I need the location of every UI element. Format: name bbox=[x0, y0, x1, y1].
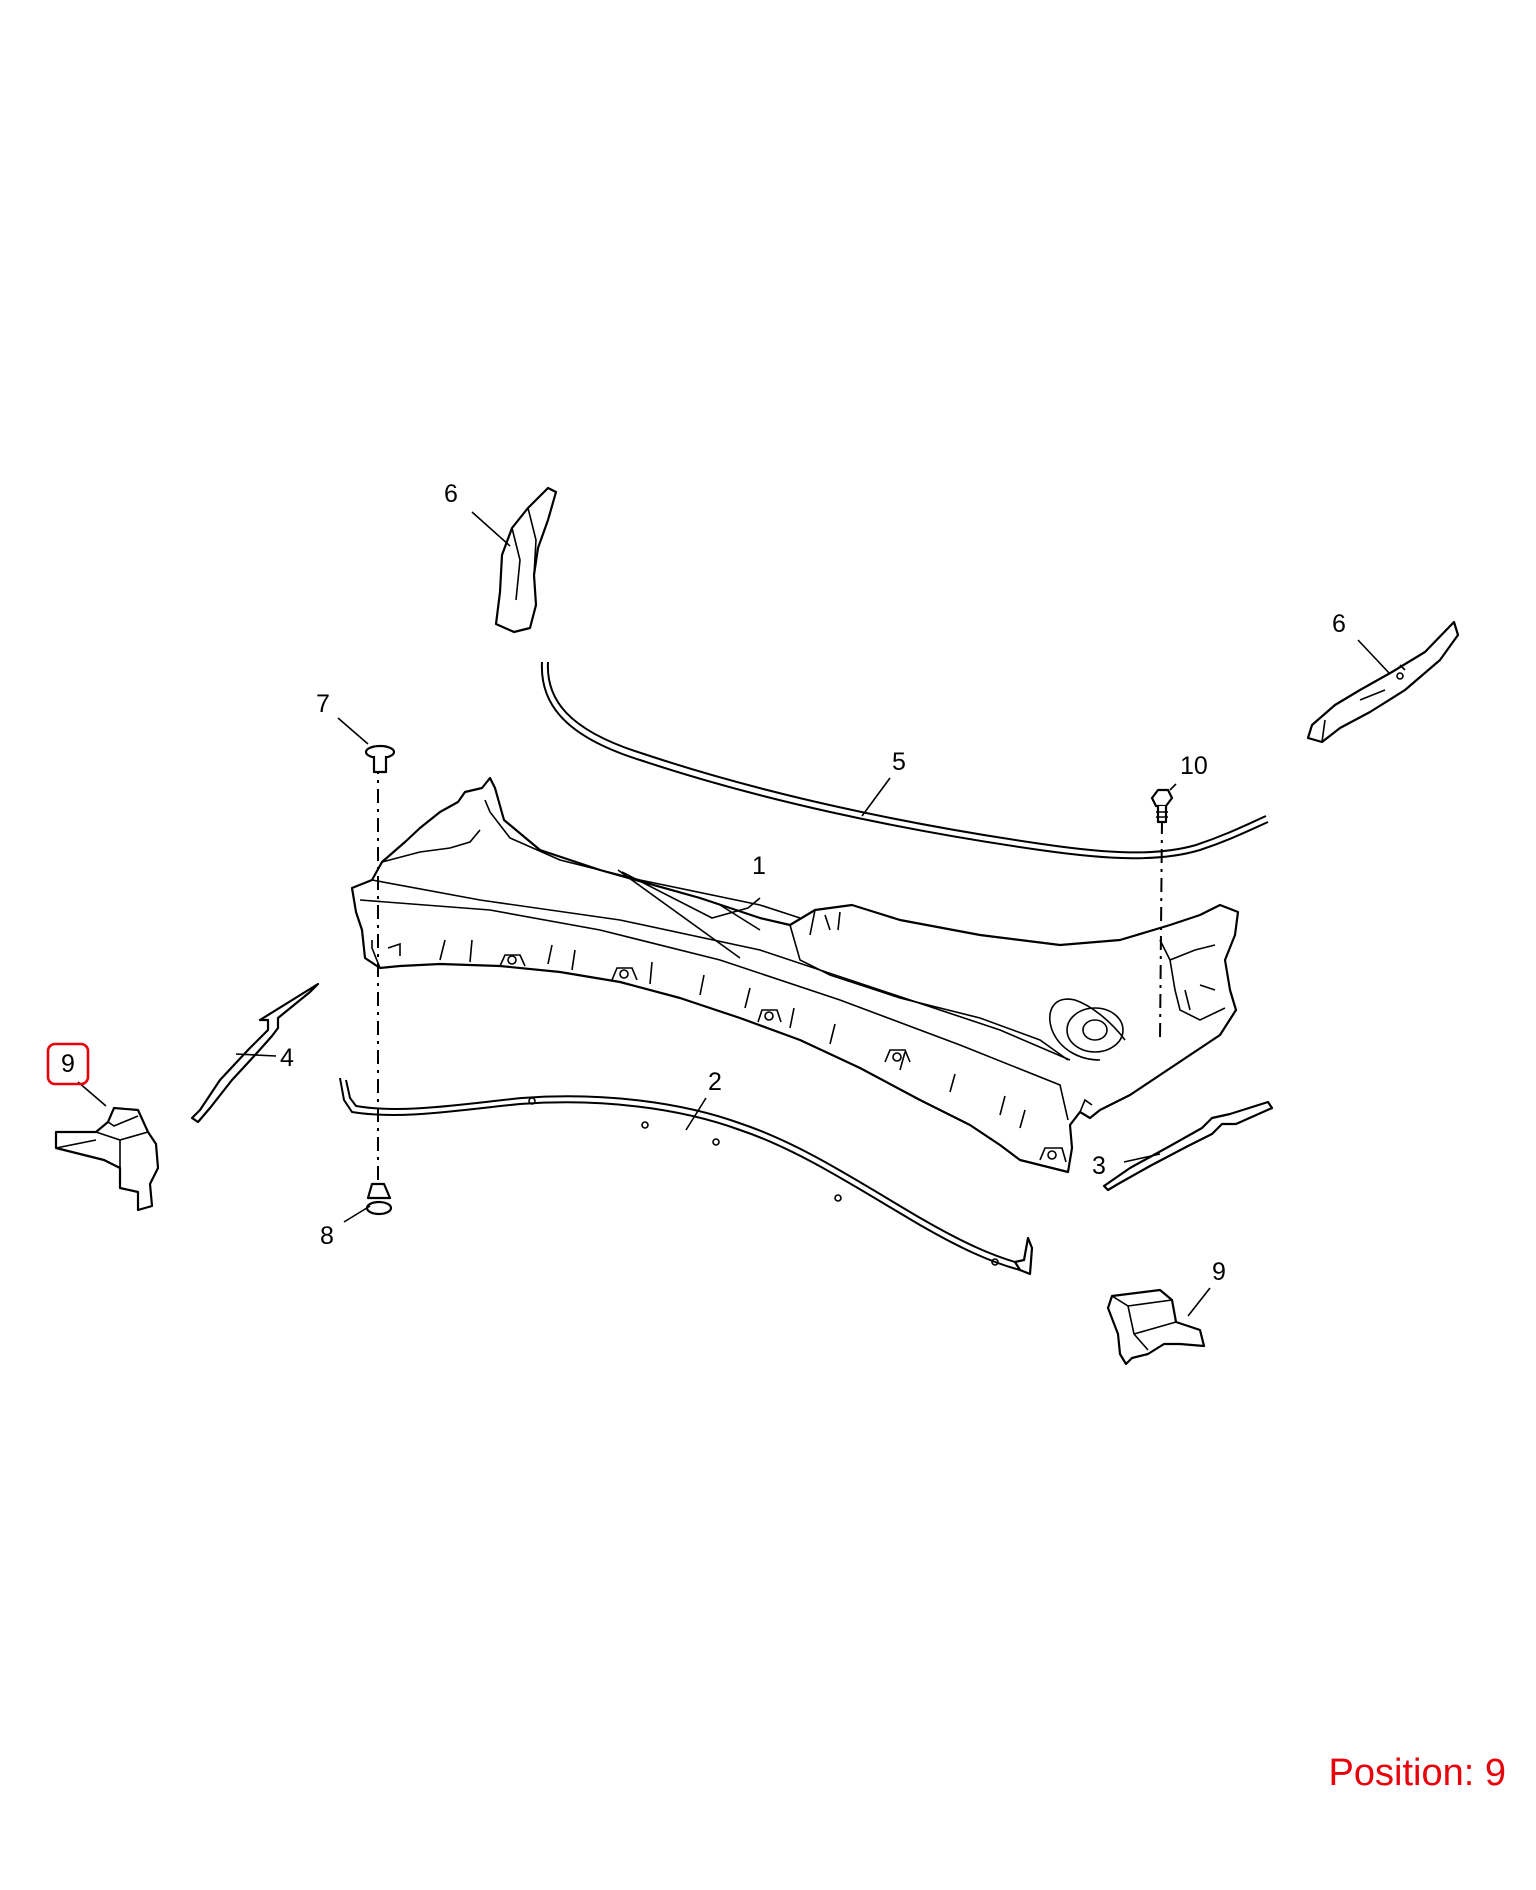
callout-6-left[interactable]: 6 bbox=[444, 480, 458, 508]
callout-9-right[interactable]: 9 bbox=[1212, 1258, 1226, 1286]
part-7-clip[interactable] bbox=[364, 744, 396, 774]
part-10-bolt[interactable] bbox=[1150, 788, 1174, 824]
leader-4 bbox=[235, 1053, 277, 1057]
part-4-strip[interactable] bbox=[190, 982, 320, 1124]
callout-4[interactable]: 4 bbox=[280, 1044, 294, 1072]
leader-7 bbox=[337, 717, 369, 745]
leader-1 bbox=[621, 871, 761, 919]
callout-9-left[interactable]: 9 bbox=[61, 1050, 75, 1078]
leader-9-left bbox=[77, 1081, 107, 1107]
leader-3 bbox=[1123, 1153, 1161, 1163]
part-9-right[interactable] bbox=[1106, 1288, 1206, 1366]
part-5-seal[interactable] bbox=[540, 661, 1269, 860]
leader-6-left bbox=[471, 511, 511, 547]
callout-5[interactable]: 5 bbox=[892, 748, 906, 776]
part-8-clip[interactable] bbox=[365, 1182, 393, 1216]
leader-10 bbox=[1169, 783, 1177, 791]
part-9-left[interactable] bbox=[54, 1106, 160, 1212]
leader-6-right bbox=[1357, 639, 1391, 675]
part-1-cowl-panel[interactable] bbox=[350, 776, 1240, 1174]
part-2-lower-seal[interactable] bbox=[339, 1077, 1034, 1276]
part-6-right[interactable] bbox=[1306, 620, 1460, 744]
position-label: Position: 9 bbox=[1328, 1752, 1506, 1794]
part-6-left[interactable] bbox=[494, 486, 558, 634]
callout-10[interactable]: 10 bbox=[1180, 752, 1208, 780]
leader-5 bbox=[861, 777, 891, 817]
callout-6-right[interactable]: 6 bbox=[1332, 610, 1346, 638]
leader-8 bbox=[343, 1205, 371, 1223]
assembly-line-10 bbox=[1159, 819, 1163, 1041]
callout-7[interactable]: 7 bbox=[316, 690, 330, 718]
part-3-strip[interactable] bbox=[1102, 1100, 1274, 1192]
callout-highlight bbox=[46, 1042, 90, 1086]
leader-9-right bbox=[1187, 1287, 1211, 1317]
callout-8[interactable]: 8 bbox=[320, 1222, 334, 1250]
callout-1[interactable]: 1 bbox=[752, 852, 766, 880]
leader-2 bbox=[685, 1097, 707, 1131]
callout-3[interactable]: 3 bbox=[1092, 1152, 1106, 1180]
callout-2[interactable]: 2 bbox=[708, 1068, 722, 1096]
